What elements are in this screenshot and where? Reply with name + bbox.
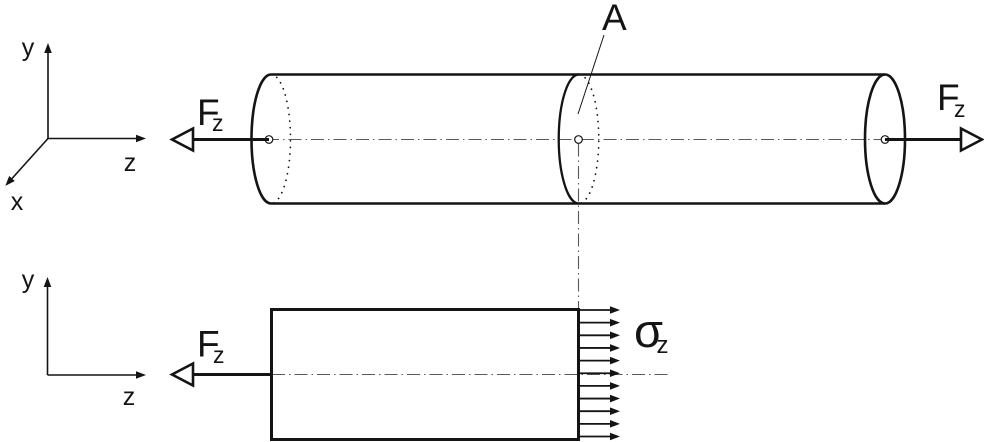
force-left-label-subscript: z	[212, 110, 224, 136]
section-label: A	[602, 0, 627, 38]
stress-label-subscript: z	[657, 332, 669, 359]
force-right-label-subscript: z	[954, 96, 966, 122]
force-left-label: F	[197, 92, 220, 133]
y-axis-label: y	[22, 34, 35, 62]
y-axis-label-2d: y	[22, 266, 35, 294]
force-right-arrowhead-icon	[959, 126, 984, 153]
section-2d-view: F z σ z	[169, 304, 669, 441]
force-left-2d-label: F	[197, 324, 220, 365]
force-left-2d-arrowhead-icon	[169, 361, 195, 388]
force-left-2d: F z	[169, 324, 272, 388]
force-right: F z	[885, 77, 984, 153]
force-left-arrowhead-icon	[169, 126, 195, 153]
x-axis-label: x	[11, 188, 24, 216]
force-left-2d-label-subscript: z	[213, 342, 225, 368]
section-leader-line	[577, 34, 605, 115]
z-axis-label-2d: z	[123, 383, 136, 411]
cross-section-hidden-arc	[577, 73, 600, 205]
coordinate-axes-2d: y z	[22, 266, 146, 411]
coordinate-axes-3d: y z x	[5, 34, 146, 216]
force-right-label: F	[937, 77, 960, 118]
bar-3d-view: A F z F z	[169, 0, 984, 309]
center-mark-section	[574, 135, 583, 144]
stress-arrows	[579, 306, 620, 441]
cross-section-visible-arc	[557, 73, 580, 205]
force-left: F z	[169, 92, 269, 153]
z-axis-label: z	[124, 149, 137, 177]
stress-label: σ	[634, 304, 663, 357]
x-axis-line	[5, 137, 49, 186]
